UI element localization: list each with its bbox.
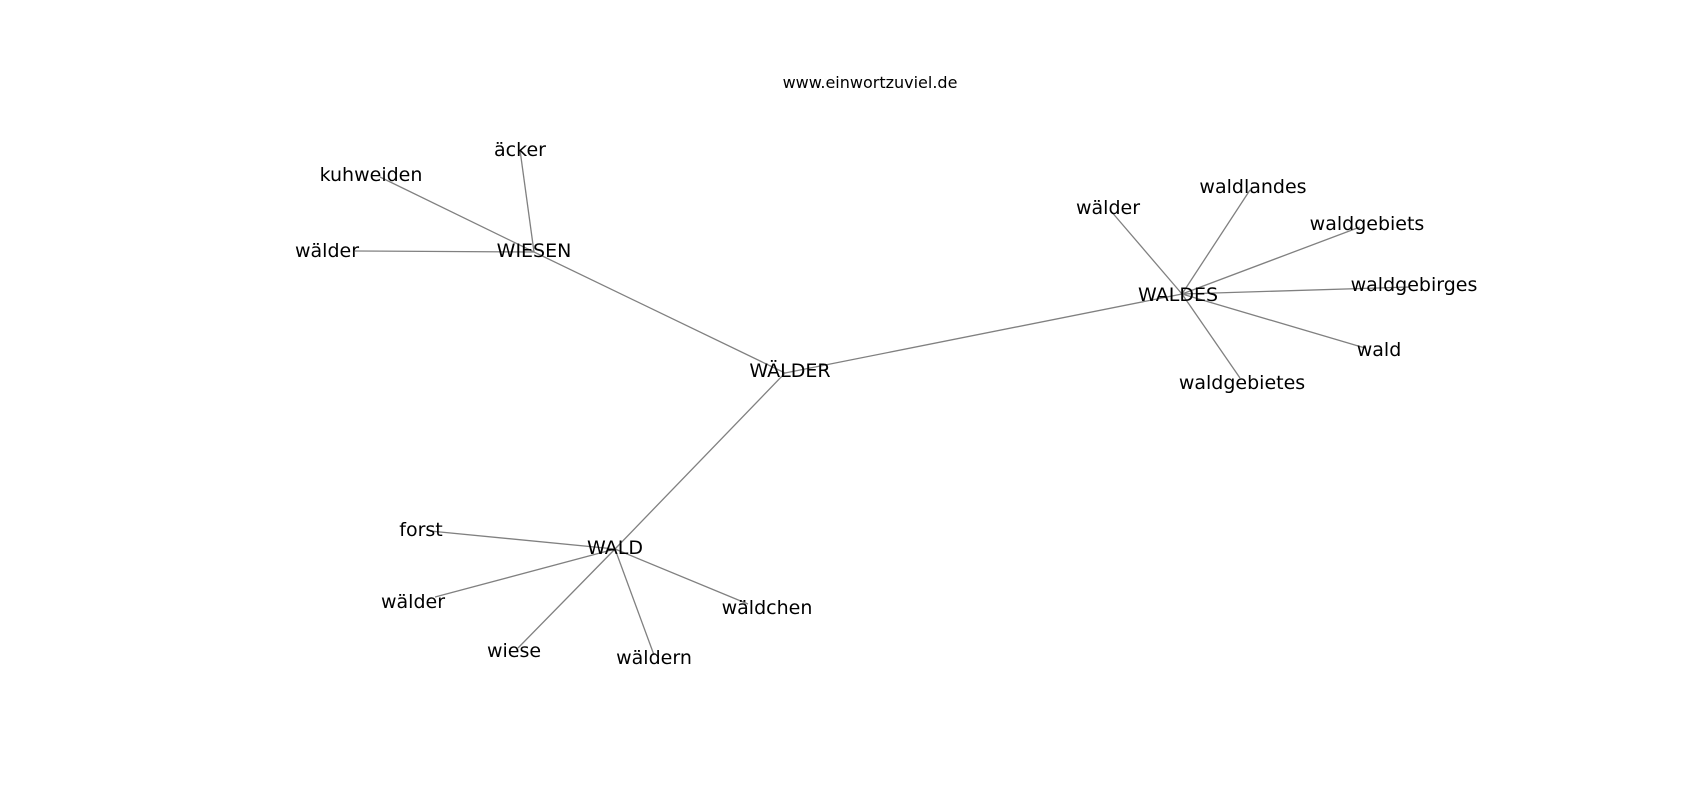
graph-nodes: WÄLDER WIESEN WALDES WALD äcker kuhweiden wäld… <box>295 139 1477 669</box>
graph-edge <box>614 548 655 656</box>
node-label: äcker <box>494 139 546 161</box>
node-label: wäldern <box>616 647 692 669</box>
graph-edge <box>517 548 616 649</box>
node-label: kuhweiden <box>320 164 423 186</box>
graph-edge <box>1181 189 1251 295</box>
graph-edge <box>614 372 786 550</box>
graph-edge <box>784 293 1183 374</box>
node-label: waldgebietes <box>1179 372 1305 394</box>
node-label: WALDES <box>1138 284 1218 306</box>
graph-edge <box>1181 286 1411 295</box>
node-label: wäldchen <box>722 597 813 619</box>
node-label: waldgebiets <box>1310 213 1425 235</box>
graph-edge <box>519 149 535 253</box>
graph-edge <box>1181 293 1366 349</box>
graph-edges <box>354 149 1411 656</box>
node-label: waldgebirges <box>1351 274 1478 296</box>
node-label: wälder <box>1076 197 1140 219</box>
graph-edge <box>354 250 535 253</box>
graph-edge <box>533 251 786 374</box>
node-label: wiese <box>487 640 541 662</box>
site-url-label: www.einwortzuviel.de <box>783 73 958 92</box>
node-label: forst <box>399 519 442 541</box>
node-label: WIESEN <box>497 240 572 262</box>
node-label: wälder <box>381 591 445 613</box>
graph-edge <box>614 548 749 605</box>
node-label: wald <box>1357 339 1402 361</box>
node-label: waldlandes <box>1199 176 1306 198</box>
graph-edge <box>429 530 616 550</box>
graph-edge <box>434 548 616 598</box>
graph-edge <box>1181 293 1241 379</box>
node-label: wälder <box>295 240 359 262</box>
graph-edge <box>1181 226 1361 295</box>
node-label: WALD <box>587 537 643 559</box>
graph-edge <box>1109 209 1183 295</box>
node-label: WÄLDER <box>749 359 830 382</box>
graph-edge <box>379 176 535 253</box>
